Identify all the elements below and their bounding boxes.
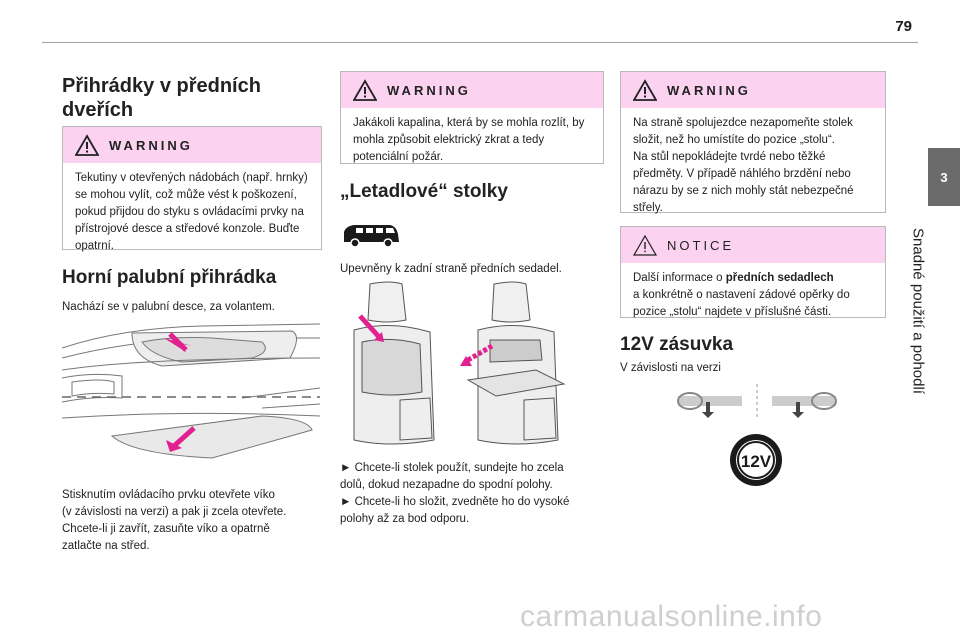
warning-header: WARNING bbox=[341, 72, 603, 108]
warning-triangle-icon bbox=[633, 79, 657, 101]
warning-triangle-icon bbox=[353, 79, 377, 101]
notice-header: NOTICE bbox=[621, 227, 885, 263]
bullet-lower: ► Chcete-li stolek použít, sundejte ho z… bbox=[340, 462, 564, 491]
compartment-instructions: Stisknutím ovládacího prvku otevřete vík… bbox=[62, 489, 287, 552]
warning-title: WARNING bbox=[387, 82, 471, 98]
warning-header: WARNING bbox=[621, 72, 885, 108]
section-title-upper-compartment: Horní palubní přihrádka bbox=[62, 267, 277, 288]
socket-label: 12V bbox=[741, 452, 772, 471]
notice-triangle-icon bbox=[633, 234, 657, 256]
socket-12v-icon: 12V bbox=[730, 434, 782, 486]
warning-text: Tekutiny v otevřených nádobách (např. hr… bbox=[75, 172, 308, 252]
warning-title: WARNING bbox=[667, 82, 751, 98]
section-intro: Nachází se v palubní desce, za volantem. bbox=[62, 301, 275, 313]
socket-intro: V závislosti na verzi bbox=[620, 362, 721, 374]
warning-title: WARNING bbox=[109, 137, 193, 153]
steering-wheel-icon bbox=[677, 384, 837, 420]
tray-instructions: ► Chcete-li stolek použít, sundejte ho z… bbox=[340, 460, 604, 528]
warning-triangle-icon bbox=[75, 134, 99, 156]
header-rule bbox=[42, 42, 918, 43]
warning-box-2: WARNING Jakákoli kapalina, která by se m… bbox=[340, 71, 604, 164]
page-number: 79 bbox=[895, 18, 912, 35]
tray-intro: Upevněny k zadní straně předních sedadel… bbox=[340, 263, 562, 275]
seat-link[interactable]: předních sedadlech bbox=[725, 272, 834, 284]
section-title-tray-tables: „Letadlové“ stolky bbox=[340, 181, 508, 202]
watermark: carmanualsonline.info bbox=[520, 600, 823, 633]
section-title-12v-socket: 12V zásuvka bbox=[620, 334, 734, 355]
warning-text: Na straně spolujezdce nezapomeňte stolek… bbox=[633, 117, 854, 214]
seat-tray-illustration bbox=[353, 281, 566, 445]
warning-box-3: WARNING Na straně spolujezdce nezapomeňt… bbox=[620, 71, 886, 214]
notice-title: NOTICE bbox=[667, 237, 735, 253]
dashboard-compartment-illustration bbox=[62, 323, 320, 459]
van-icon bbox=[344, 225, 399, 248]
notice-box: NOTICE Další informace o předních sedadl… bbox=[620, 226, 886, 318]
warning-box-1: WARNING Tekutiny v otevřených nádobách (… bbox=[62, 126, 322, 252]
chapter-label: Snadné použití a pohodlí bbox=[909, 228, 927, 394]
warning-text: Jakákoli kapalina, která by se mohla roz… bbox=[353, 117, 585, 163]
chapter-tab[interactable]: 3 bbox=[928, 148, 960, 206]
bullet-fold: ► Chcete-li ho složit, zvedněte ho do vy… bbox=[340, 496, 570, 525]
warning-header: WARNING bbox=[63, 127, 321, 163]
notice-text: Další informace o předních sedadlech a k… bbox=[633, 272, 850, 318]
